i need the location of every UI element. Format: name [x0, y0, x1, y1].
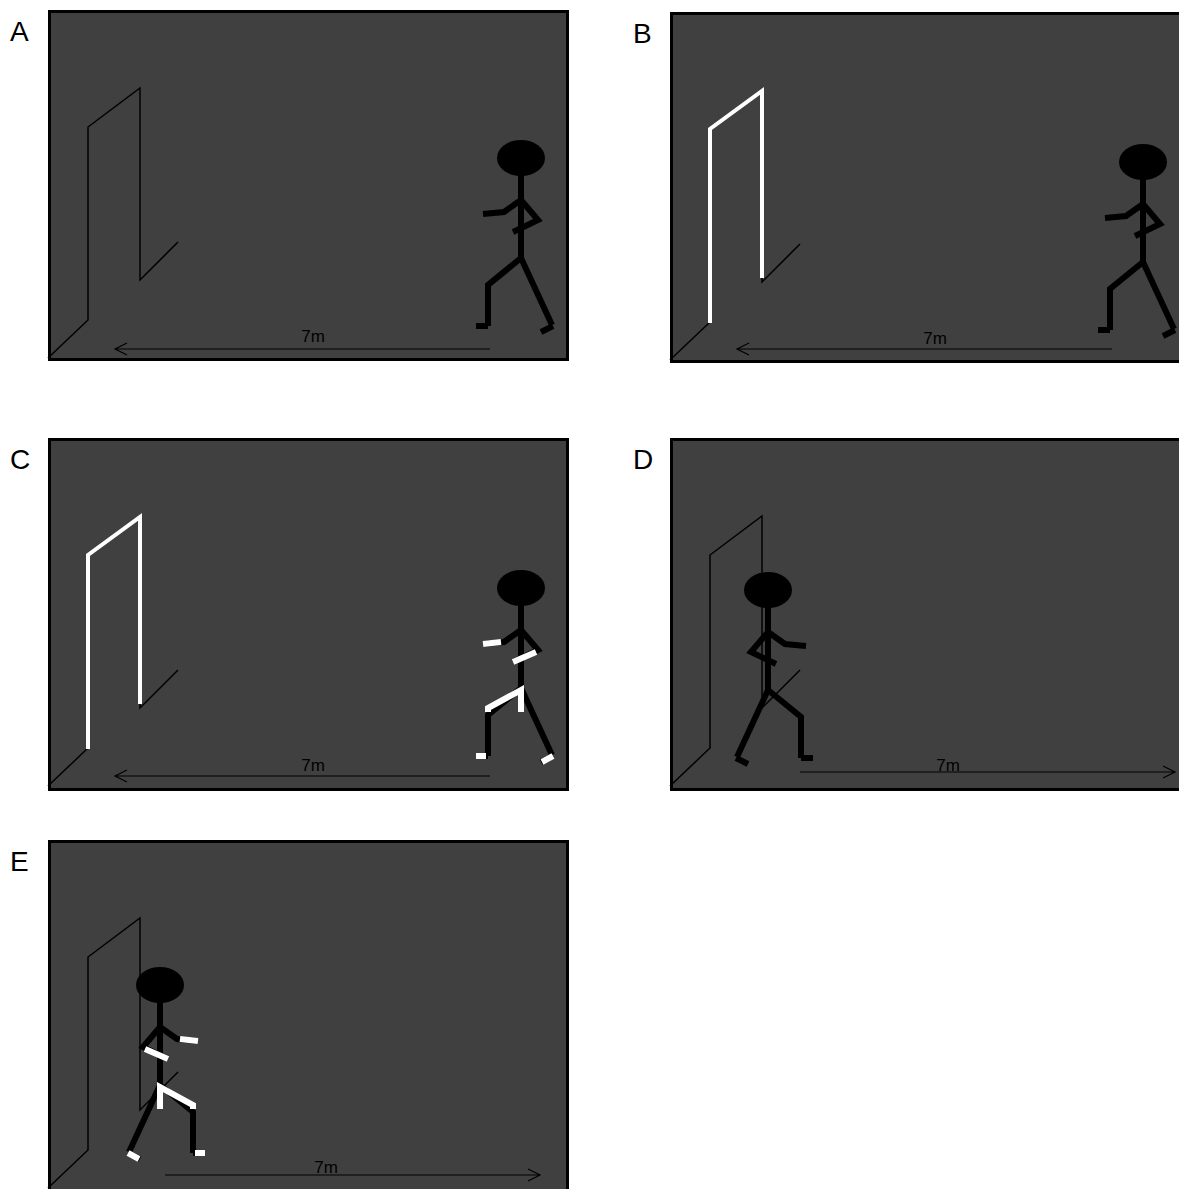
walking-figure: [476, 140, 553, 332]
body-markers: [476, 642, 553, 762]
distance-arrow: [115, 770, 490, 782]
distance-arrow: [165, 1169, 540, 1181]
panel-letter: A: [10, 18, 29, 46]
distance-arrow: [800, 766, 1175, 778]
walking-figure: [476, 570, 553, 762]
walking-figure: [1098, 144, 1175, 336]
panel-box: B7m: [670, 12, 1179, 363]
door-frame: [670, 90, 800, 360]
door-frame: [48, 516, 178, 786]
distance-label: 7m: [936, 757, 960, 774]
door-frame: [48, 918, 178, 1188]
door-frame-marked: [88, 517, 140, 749]
panel-letter: C: [10, 446, 30, 474]
panel-box: A7m: [48, 10, 569, 361]
distance-label: 7m: [923, 330, 947, 347]
distance-arrow: [737, 343, 1112, 355]
panel-letter: B: [633, 20, 652, 48]
panel-box: E7m: [48, 840, 569, 1189]
door-frame: [48, 88, 178, 358]
body-markers: [128, 1039, 205, 1159]
panel-letter: E: [10, 848, 29, 876]
distance-arrow: [115, 343, 490, 355]
panel-box: C7m: [48, 438, 569, 791]
distance-label: 7m: [301, 757, 325, 774]
distance-label: 7m: [301, 328, 325, 345]
panel-box: D7m: [670, 438, 1179, 791]
walking-figure: [736, 572, 813, 764]
distance-label: 7m: [314, 1159, 338, 1176]
panel-letter: D: [633, 446, 653, 474]
door-frame: [670, 516, 800, 786]
door-frame-marked: [710, 91, 762, 323]
walking-figure: [128, 967, 205, 1159]
